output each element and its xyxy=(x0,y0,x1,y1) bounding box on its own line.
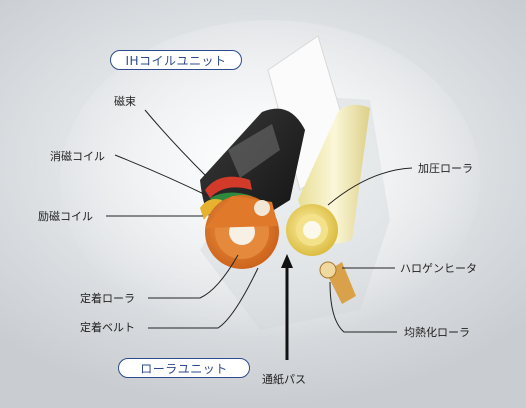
label-fixing-belt: 定着ベルト xyxy=(80,321,135,334)
pressure-roller-face xyxy=(286,204,338,256)
ih-coil-unit-badge: IHコイルユニット xyxy=(110,50,242,70)
paper-path-arrow xyxy=(281,254,293,360)
leader-magnetic-flux xyxy=(144,109,207,177)
label-magnetic-flux: 磁束 xyxy=(114,95,136,108)
leader-heat-equalizing-roller xyxy=(329,281,397,333)
label-halogen-heater: ハロゲンヒータ xyxy=(400,262,477,275)
label-fixing-roller: 定着ローラ xyxy=(80,292,135,305)
label-pressure-roller: 加圧ローラ xyxy=(418,162,473,175)
leader-fixing-roller xyxy=(148,254,239,299)
leader-fixing-belt xyxy=(148,267,259,329)
roller-unit-badge: ローラユニット xyxy=(118,358,250,378)
label-excitation-coil: 励磁コイル xyxy=(38,210,93,223)
label-paper-path: 通紙パス xyxy=(262,373,306,386)
label-heat-equalizing-roller: 均熱化ローラ xyxy=(404,326,470,339)
leader-pressure-roller xyxy=(327,167,413,206)
leader-lines xyxy=(106,109,413,333)
heat-equalizing-roller xyxy=(319,261,356,304)
fixing-roller-face xyxy=(205,195,279,269)
label-demagnetizing-coil: 消磁コイル xyxy=(50,150,105,163)
leader-demagnetizing-coil xyxy=(114,154,209,197)
